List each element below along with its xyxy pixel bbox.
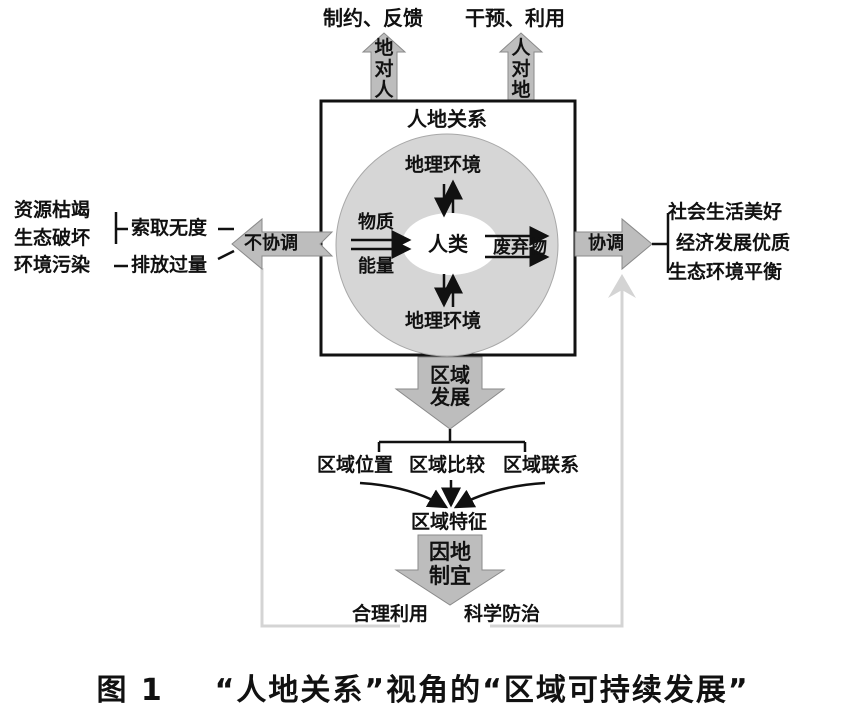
label-economic-development: 经济发展优质	[676, 232, 791, 254]
label-environmental-pollution: 环境污染	[14, 254, 91, 276]
label-uncoordinated: 不协调	[244, 233, 298, 254]
label-coordinated: 协调	[588, 233, 624, 254]
feedback-arrowhead-right	[608, 274, 636, 298]
label-regional-comparison: 区域比较	[409, 454, 486, 476]
figure-caption: 图 1 “人地关系”视角的“区域可持续发展”	[0, 665, 846, 709]
label-regional-location: 区域位置	[317, 454, 394, 476]
label-over-discharge: 排放过量	[131, 254, 208, 276]
label-ecological-balance: 生态环境平衡	[668, 261, 783, 283]
label-resource-depletion: 资源枯竭	[14, 199, 91, 221]
label-regional-development: 区域发展	[430, 363, 470, 409]
label-scientific-prevention: 科学防治	[464, 603, 541, 625]
label-regional-characteristics: 区域特征	[411, 511, 488, 533]
feedback-loop-left	[260, 268, 400, 628]
label-rational-use: 合理利用	[352, 603, 429, 625]
connector-overdischarge	[217, 249, 235, 261]
human-core	[402, 213, 498, 275]
arrow-uncoordinated	[231, 217, 334, 271]
label-geo-env-bottom: 地理环境	[405, 310, 482, 332]
label-earth-to-human: 地对人	[374, 37, 394, 101]
figure-number: 图 1	[96, 673, 164, 708]
label-constraint-feedback: 制约、反馈	[323, 6, 423, 30]
arrow-human-to-earth	[498, 32, 544, 104]
arrow-regional-development	[394, 356, 506, 430]
label-material: 物质	[358, 212, 394, 233]
arrow-earth-to-human	[361, 32, 407, 104]
arrow-coordinated	[574, 217, 653, 271]
arrow-local-conditions	[394, 534, 506, 606]
label-human: 人类	[428, 232, 468, 256]
label-geo-env-top: 地理环境	[405, 154, 482, 176]
label-ecological-damage: 生态破坏	[14, 227, 91, 249]
label-waste: 废弃物	[493, 237, 547, 258]
label-human-to-earth: 人对地	[511, 37, 531, 101]
arrow-linkage-converge	[453, 481, 546, 509]
figure-title: “人地关系”视角的“区域可持续发展”	[214, 673, 750, 708]
arrow-location-converge	[359, 481, 449, 509]
label-local-conditions: 因地制宜	[429, 540, 471, 588]
label-social-life: 社会生活美好	[668, 201, 783, 223]
label-excessive-extraction: 索取无度	[131, 217, 208, 239]
feedback-loop-right	[490, 287, 624, 628]
label-intervention-use: 干预、利用	[465, 6, 565, 30]
box-title: 人地关系	[407, 107, 487, 131]
label-regional-linkage: 区域联系	[503, 454, 580, 476]
label-energy: 能量	[358, 256, 394, 277]
